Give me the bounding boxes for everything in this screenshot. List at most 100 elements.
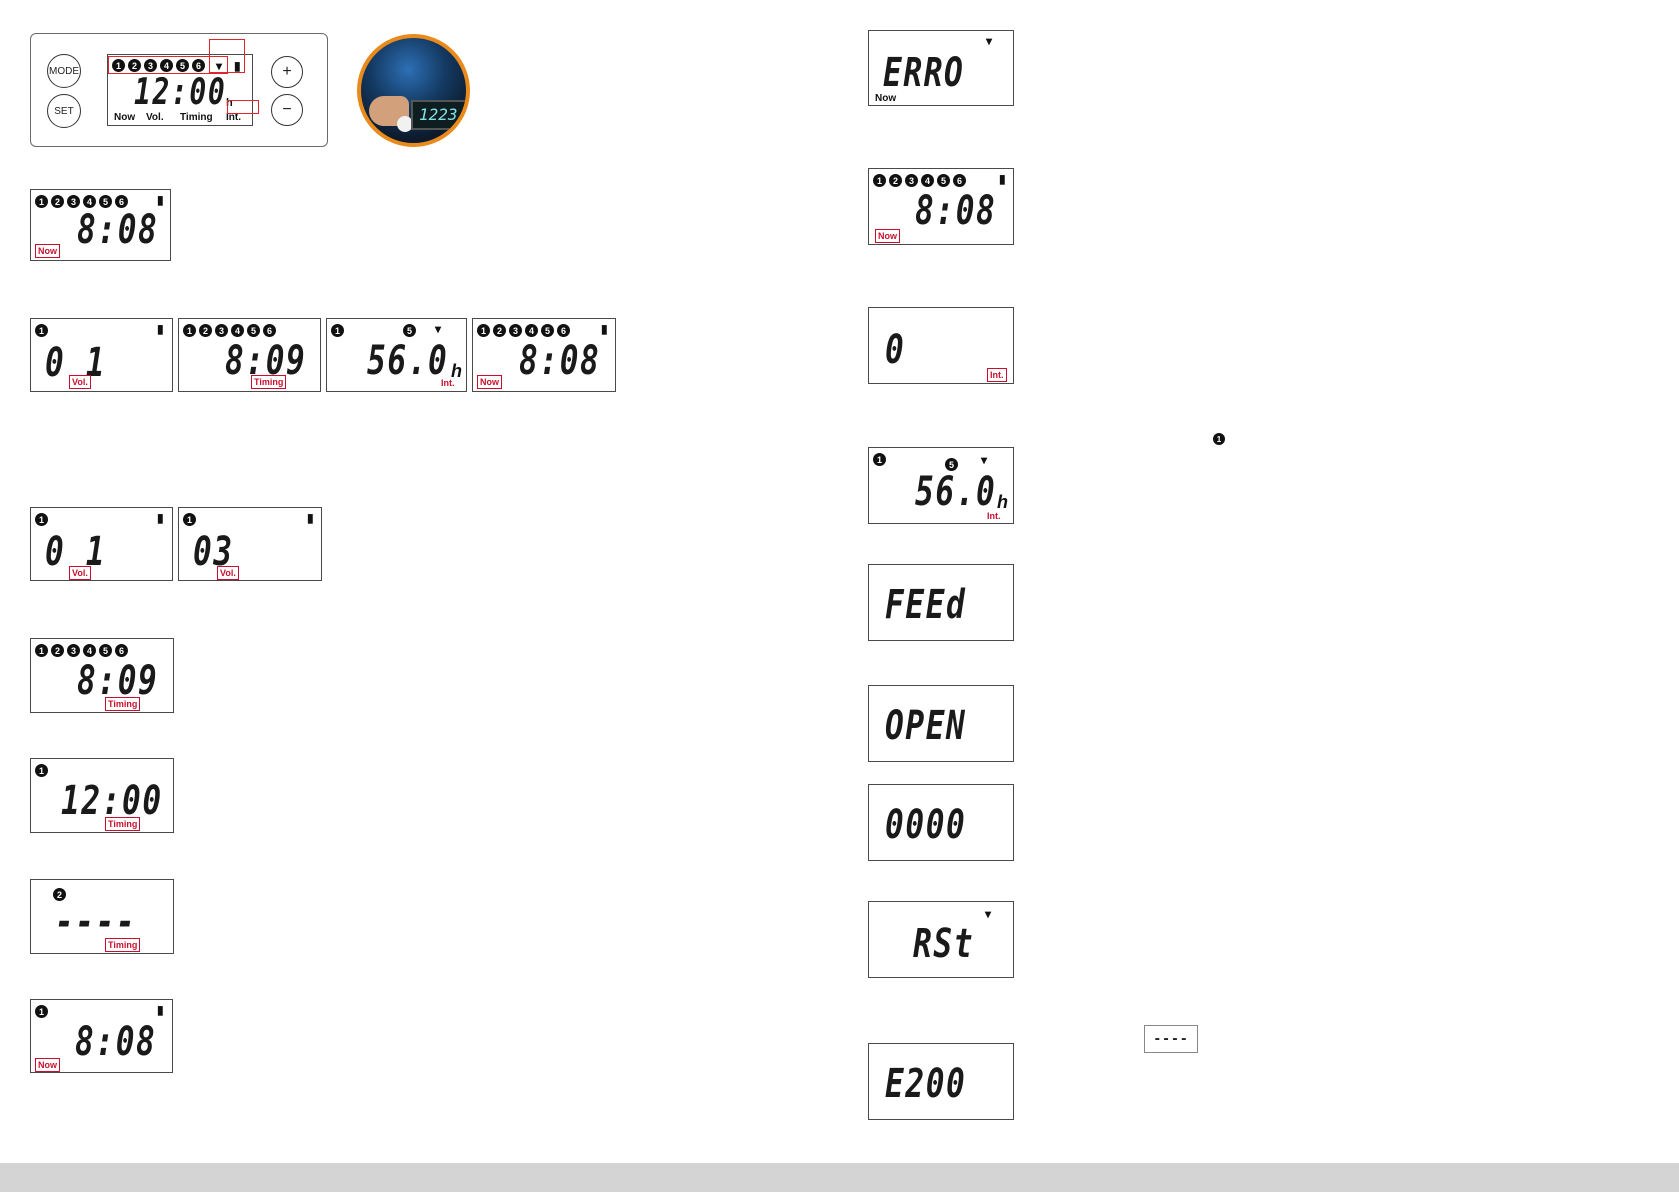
lcd-digits: 8:08 [915, 188, 997, 234]
timer-dot: 6 [953, 174, 966, 187]
lcd-tag: Now [35, 244, 60, 258]
lcd-digits: ---- [55, 899, 137, 945]
lcd-digits: RSt [913, 921, 975, 967]
mode-button: MODE [47, 54, 81, 88]
battery-icon: ▮ [157, 511, 164, 525]
timer-dot: 3 [215, 324, 228, 337]
minus-button: − [271, 94, 303, 126]
timer-dot: 1 [873, 174, 886, 187]
timer-dot: 2 [51, 644, 64, 657]
lcd-digits: 8:09 [225, 338, 307, 384]
lcd-e200: E200 [868, 1043, 1014, 1120]
highlight-icons [209, 39, 245, 73]
timer-dot: 4 [525, 324, 538, 337]
timer-dot-6: 6 [192, 59, 205, 72]
timer-dot: 1 [35, 1005, 48, 1018]
lcd-vol-1: 1 ▮ 0 1 Vol. [30, 318, 173, 392]
lcd-unit: h [451, 361, 462, 381]
battery-icon: ▮ [234, 59, 241, 73]
lcd-tag: Vol. [69, 375, 91, 389]
timer-dot: 6 [263, 324, 276, 337]
timer-dot: 3 [67, 195, 80, 208]
lcd-digits: 0000 [885, 802, 967, 848]
inline-dashes-box: ---- [1144, 1025, 1198, 1053]
lcd-now-3: 1 ▮ 8:08 Now [30, 999, 173, 1073]
lcd-digits: 8:09 [77, 658, 159, 704]
lcd-timing-2: 1 2 3 4 5 6 8:09 Timing [30, 638, 174, 713]
lcd-vol-2: 1 ▮ 0 1 Vol. [30, 507, 173, 581]
faucet-icon: ▾ [435, 322, 442, 336]
lcd-timing-4: 2 ---- Timing [30, 879, 174, 954]
lcd-timing-1: 1 2 3 4 5 6 8:09 Timing [178, 318, 321, 392]
timer-dot: 1 [331, 324, 344, 337]
lcd-now-1: 1 2 3 4 5 6 ▮ 8:08 Now [30, 189, 171, 261]
timer-dot: 2 [53, 888, 66, 901]
lcd-digits: 0 [885, 327, 906, 373]
lcd-zeros: 0000 [868, 784, 1014, 861]
timer-dot: 2 [889, 174, 902, 187]
battery-icon: ▮ [601, 322, 608, 336]
lcd-open: OPEN [868, 685, 1014, 762]
lcd-timing-3: 1 12:00 Timing [30, 758, 174, 833]
faucet-icon: ▾ [985, 907, 992, 921]
timer-dot: 3 [905, 174, 918, 187]
lcd-digits: 8:08 [75, 1019, 157, 1065]
set-button: SET [47, 94, 81, 128]
plus-button: + [271, 56, 303, 88]
faucet-icon: ▾ [986, 34, 993, 48]
device-photo: 1223 [357, 34, 470, 147]
label-int: Int. [226, 112, 241, 123]
battery-icon: ▮ [999, 172, 1006, 186]
label-timing: Timing [180, 112, 213, 123]
lcd-tag: Int. [439, 377, 457, 389]
lcd-digits: 0 1 [45, 529, 107, 575]
lcd-digits: OPEN [885, 703, 967, 749]
timer-dot-4: 4 [160, 59, 173, 72]
lcd-int-1: 1 5 ▾ 56.0 h Int. [326, 318, 467, 392]
timer-dot: 4 [231, 324, 244, 337]
lcd-unit: h [997, 492, 1008, 512]
timer-dot: 5 [541, 324, 554, 337]
label-vol: Vol. [146, 112, 164, 123]
timer-dot: 1 [35, 513, 48, 526]
lcd-now-2: 1 2 3 4 5 6 ▮ 8:08 Now [472, 318, 616, 392]
highlight-unit [227, 100, 259, 114]
lcd-tag: Vol. [217, 566, 239, 580]
timer-dot-1: 1 [112, 59, 125, 72]
lcd-int-2: 0 Int. [868, 307, 1014, 384]
timer-dot: 4 [83, 644, 96, 657]
timer-dot: 1 [183, 513, 196, 526]
timer-dot: 1 [873, 453, 886, 466]
lcd-digits: 03 [193, 529, 234, 575]
lcd-tag: Int. [987, 368, 1007, 382]
timer-dot: 5 [403, 324, 416, 337]
label-now: Now [114, 112, 136, 123]
battery-icon: ▮ [307, 511, 314, 525]
battery-icon: ▮ [157, 193, 164, 207]
lcd-digits: ERRO [883, 50, 965, 96]
timer-dot: 2 [493, 324, 506, 337]
lcd-tag: Int. [985, 510, 1003, 522]
timer-dot-3: 3 [144, 59, 157, 72]
highlight-dots [108, 56, 228, 74]
control-panel-diagram: MODE SET + − 1 2 3 4 5 6 ▾ ▮ 12:00 h Now… [30, 33, 328, 147]
timer-dot: 6 [115, 195, 128, 208]
panel-lcd: 1 2 3 4 5 6 ▾ ▮ 12:00 h Now Vol. Timing … [107, 54, 253, 126]
battery-icon: ▮ [157, 1003, 164, 1017]
photo-screen: 1223 [411, 100, 466, 130]
lcd-tag: Timing [105, 697, 141, 711]
lcd-tag: Now [35, 1058, 60, 1072]
lcd-digits: 56.0 [367, 338, 449, 384]
timer-dot: 5 [945, 458, 958, 471]
lcd-int-3: 1 5 ▾ 56.0 h Int. [868, 447, 1014, 524]
lcd-tag: Timing [105, 817, 141, 831]
timer-dot: 2 [199, 324, 212, 337]
lcd-digits: 12:00 [61, 778, 163, 824]
timer-dot: 5 [99, 195, 112, 208]
timer-dot: 1 [477, 324, 490, 337]
timer-dot: 4 [83, 195, 96, 208]
timer-dot: 2 [51, 195, 64, 208]
lcd-feed: FEEd [868, 564, 1014, 641]
button-image [397, 116, 413, 132]
timer-dot: 5 [99, 644, 112, 657]
